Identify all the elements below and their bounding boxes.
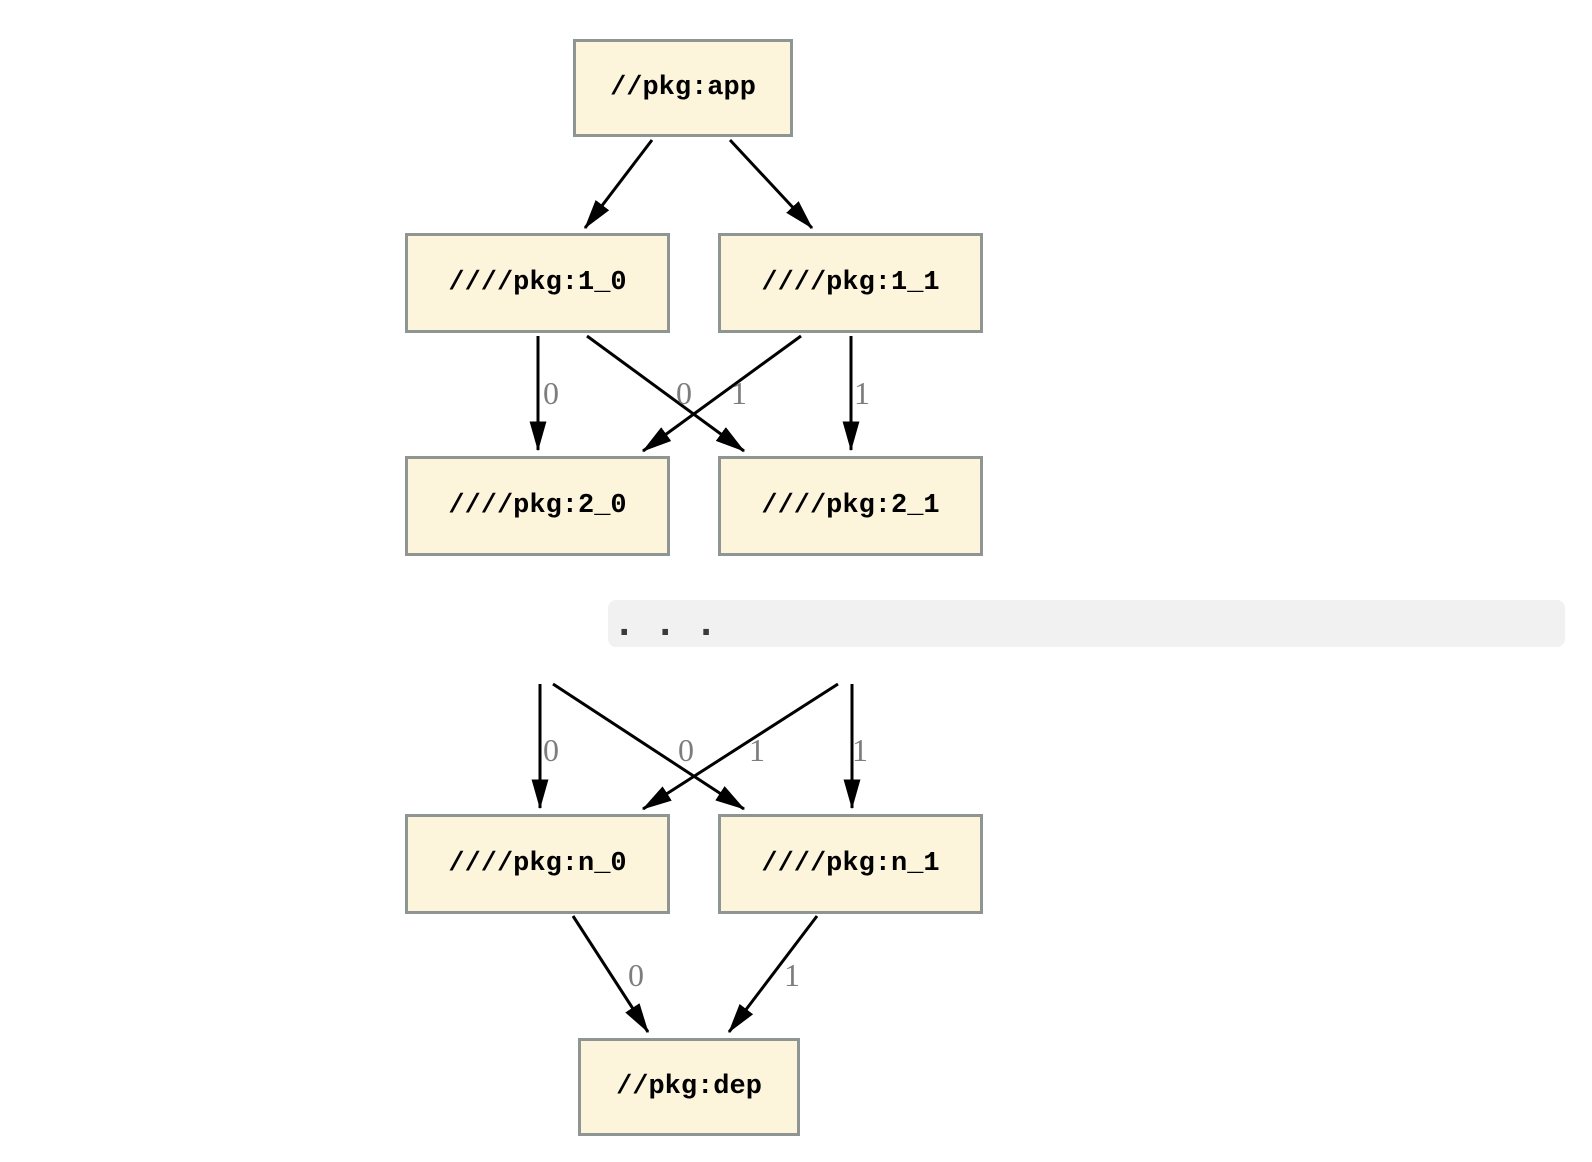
edge-label-1to2-0a: 0	[543, 375, 559, 411]
edge-label-1to2-0b: 0	[676, 375, 692, 411]
edge-app-to-pkg-1-1	[728, 138, 814, 230]
edge-label-n-1a: 1	[749, 732, 765, 768]
edge-pkg-n-0-to-dep	[571, 915, 650, 1034]
edge-label-dep-1: 1	[784, 957, 800, 993]
edge-pkg-1-0-to-pkg-2-1	[586, 334, 746, 453]
edge-cont-to-pkg-n-0-cross	[641, 682, 839, 811]
node-pkg-2-0: ////pkg:2_0	[405, 456, 670, 556]
node-pkg-n-1: ////pkg:n_1	[718, 814, 983, 914]
edge-label-n-0a: 0	[543, 732, 559, 768]
node-pkg-2-1-label: ////pkg:2_1	[761, 491, 940, 521]
node-pkg-n-0-label: ////pkg:n_0	[448, 849, 627, 879]
node-pkg-2-0-label: ////pkg:2_0	[448, 491, 627, 521]
edge-label-n-1b: 1	[852, 732, 868, 768]
node-pkg-2-1: ////pkg:2_1	[718, 456, 983, 556]
edge-cont-to-pkg-n-1-cross	[552, 682, 746, 811]
edge-pkg-1-1-to-pkg-2-0	[641, 334, 802, 453]
node-pkg-app: //pkg:app	[573, 39, 793, 137]
edge-label-n-0b: 0	[678, 732, 694, 768]
node-pkg-n-1-label: ////pkg:n_1	[761, 849, 940, 879]
node-pkg-dep: //pkg:dep	[578, 1038, 800, 1136]
edge-app-to-pkg-1-0	[583, 139, 654, 229]
edge-label-1to2-1a: 1	[731, 375, 747, 411]
node-pkg-1-1-label: ////pkg:1_1	[761, 268, 940, 298]
node-pkg-1-0: ////pkg:1_0	[405, 233, 670, 333]
node-pkg-1-0-label: ////pkg:1_0	[448, 268, 627, 298]
code-separator-dots: . . .	[614, 603, 717, 644]
edge-pkg-n-1-to-dep	[727, 915, 819, 1033]
node-pkg-app-label: //pkg:app	[610, 73, 756, 103]
edge-label-1to2-1b: 1	[854, 375, 870, 411]
node-pkg-dep-label: //pkg:dep	[616, 1072, 762, 1102]
edge-label-dep-0: 0	[628, 957, 644, 993]
code-separator: . . .	[608, 600, 1565, 647]
node-pkg-1-1: ////pkg:1_1	[718, 233, 983, 333]
node-pkg-n-0: ////pkg:n_0	[405, 814, 670, 914]
